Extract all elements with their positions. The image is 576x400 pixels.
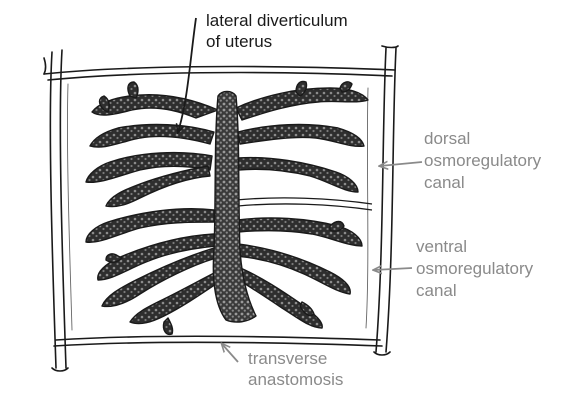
ventral-label-line-3: canal xyxy=(416,281,457,300)
dorsal-label-line-1: dorsal xyxy=(424,129,470,148)
svg-text:osmoregulatory: osmoregulatory xyxy=(416,259,534,278)
label-dorsal-canal: dorsal osmoregulatory canal xyxy=(380,129,542,192)
label-lateral-diverticulum: lateral diverticulum of uterus xyxy=(178,11,348,132)
anastomosis-pointer-arrow xyxy=(222,344,239,363)
svg-text:canal: canal xyxy=(424,173,465,192)
uterus-label-line-1: lateral diverticulum xyxy=(206,11,348,30)
svg-text:transverse: transverse xyxy=(248,349,327,368)
svg-text:osmoregulatory: osmoregulatory xyxy=(424,151,542,170)
label-transverse-anastomosis: transverse anastomosis xyxy=(222,344,343,389)
svg-text:of uterus: of uterus xyxy=(206,32,272,51)
anastomosis-label-line-1: transverse xyxy=(248,349,327,368)
ventral-label-line-2: osmoregulatory xyxy=(416,259,534,278)
dorsal-label-line-2: osmoregulatory xyxy=(424,151,542,170)
dorsal-label-line-3: canal xyxy=(424,173,465,192)
label-ventral-canal: ventral osmoregulatory canal xyxy=(374,237,534,300)
proglottid-segment xyxy=(43,45,399,372)
transverse-anastomosis xyxy=(235,197,373,211)
anastomosis-label-line-2: anastomosis xyxy=(248,370,343,389)
svg-text:lateral diverticulum: lateral diverticulum xyxy=(206,11,348,30)
uterus-pointer-line xyxy=(178,17,197,132)
svg-text:canal: canal xyxy=(416,281,457,300)
svg-text:dorsal: dorsal xyxy=(424,129,470,148)
svg-text:anastomosis: anastomosis xyxy=(248,370,343,389)
uterus-label-line-2: of uterus xyxy=(206,32,272,51)
ventral-label-line-1: ventral xyxy=(416,237,467,256)
svg-text:ventral: ventral xyxy=(416,237,467,256)
dorsal-pointer-arrow xyxy=(380,162,423,166)
uterus-with-diverticula xyxy=(85,80,369,336)
ventral-pointer-arrow xyxy=(374,268,413,270)
